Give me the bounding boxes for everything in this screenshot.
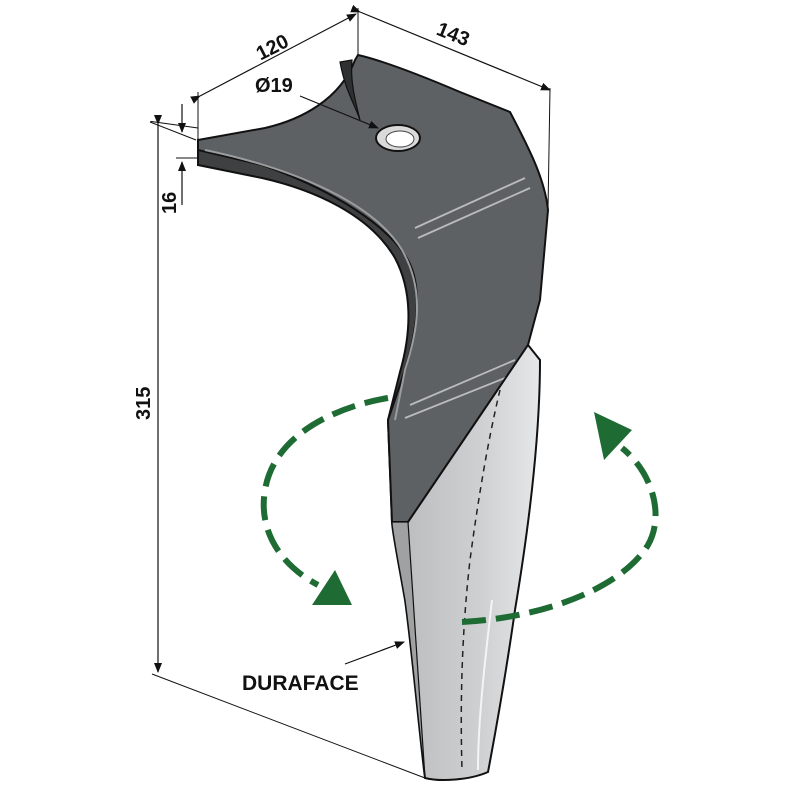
dimension-16: 16 <box>150 104 199 214</box>
height-label: 315 <box>133 387 155 420</box>
rotation-arrow-back <box>260 395 389 605</box>
duraface-label: DURAFACE <box>242 672 359 695</box>
thickness-label: 16 <box>159 192 181 214</box>
dimension-315: 315 <box>133 115 426 779</box>
duraface-callout: DURAFACE <box>242 641 405 695</box>
arrow-head-left-icon <box>312 570 352 605</box>
arrow-head-up-icon <box>594 412 632 460</box>
dimension-143-label: 143 <box>433 18 472 51</box>
hole-diameter-label: Ø19 <box>255 75 293 97</box>
dimension-hole: Ø19 <box>255 75 379 129</box>
dimension-120-label: 120 <box>253 30 293 65</box>
rotation-arrow-front <box>461 412 659 625</box>
duraface-tip <box>390 343 542 781</box>
